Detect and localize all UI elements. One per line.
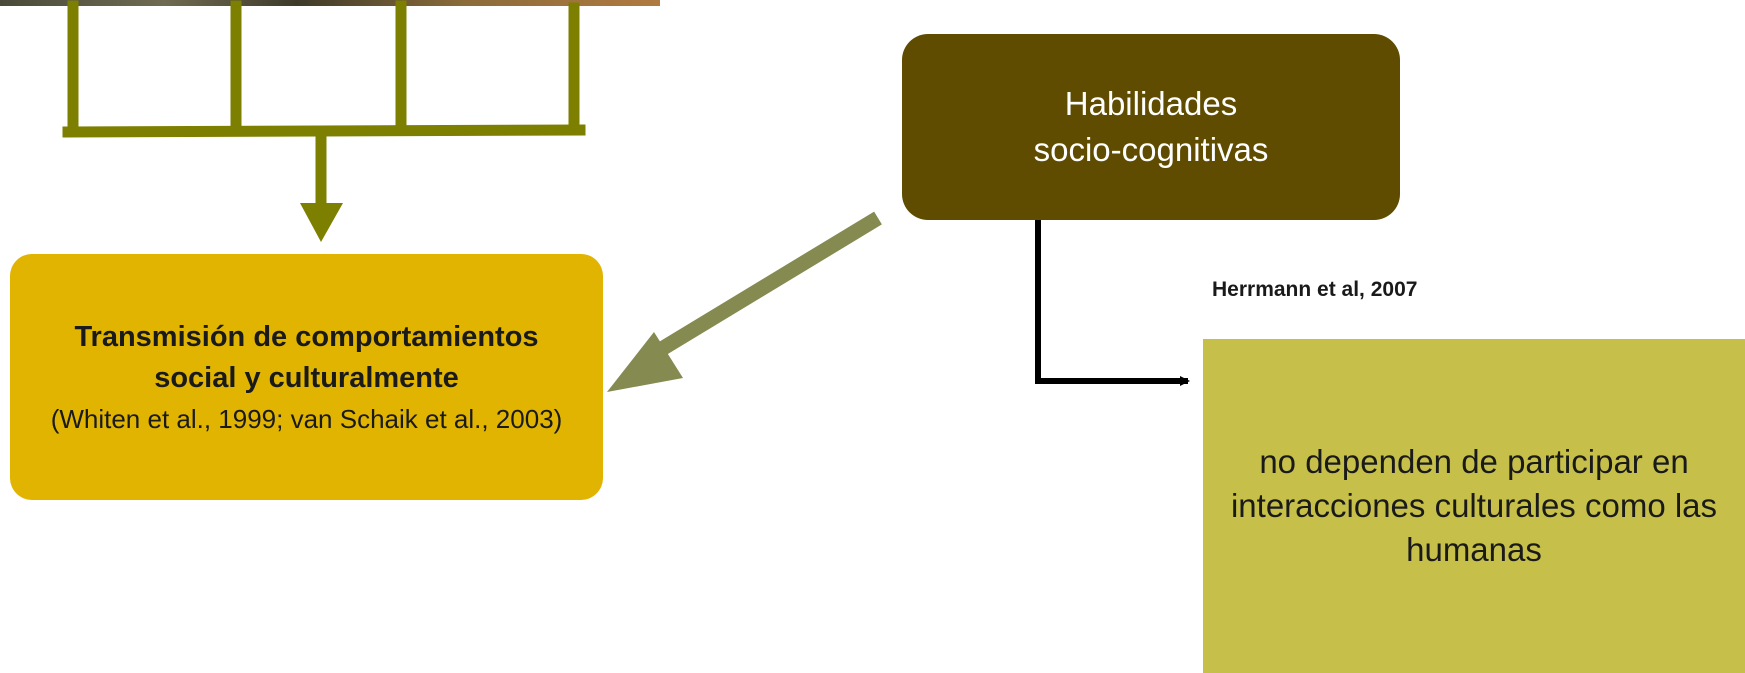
result-box: no dependen de participar en interaccion… [1203,339,1745,673]
elbow-connector [1035,220,1190,386]
diagonal-arrow-head [607,332,683,392]
diagonal-arrow [607,211,882,392]
habilidades-box: Habilidades socio-cognitivas [902,34,1400,220]
primate-photo-strip [0,0,660,6]
result-text: no dependen de participar en interaccion… [1230,443,1718,568]
habilidades-line-1: Habilidades [1064,85,1238,122]
habilidades-line-2: socio-cognitivas [1033,131,1269,168]
olive-bracket [62,0,586,211]
herrmann-citation: Herrmann et al, 2007 [1212,278,1418,301]
transmission-title: Transmisión de comportamientos social y … [74,321,539,394]
transmission-box: Transmisión de comportamientos social y … [10,254,603,500]
diagonal-arrow-shaft [656,211,882,357]
transmission-citation: (Whiten et al., 1999; van Schaik et al.,… [50,404,563,434]
elbow-connector-line [1035,220,1190,386]
down-arrow-head [300,203,343,242]
